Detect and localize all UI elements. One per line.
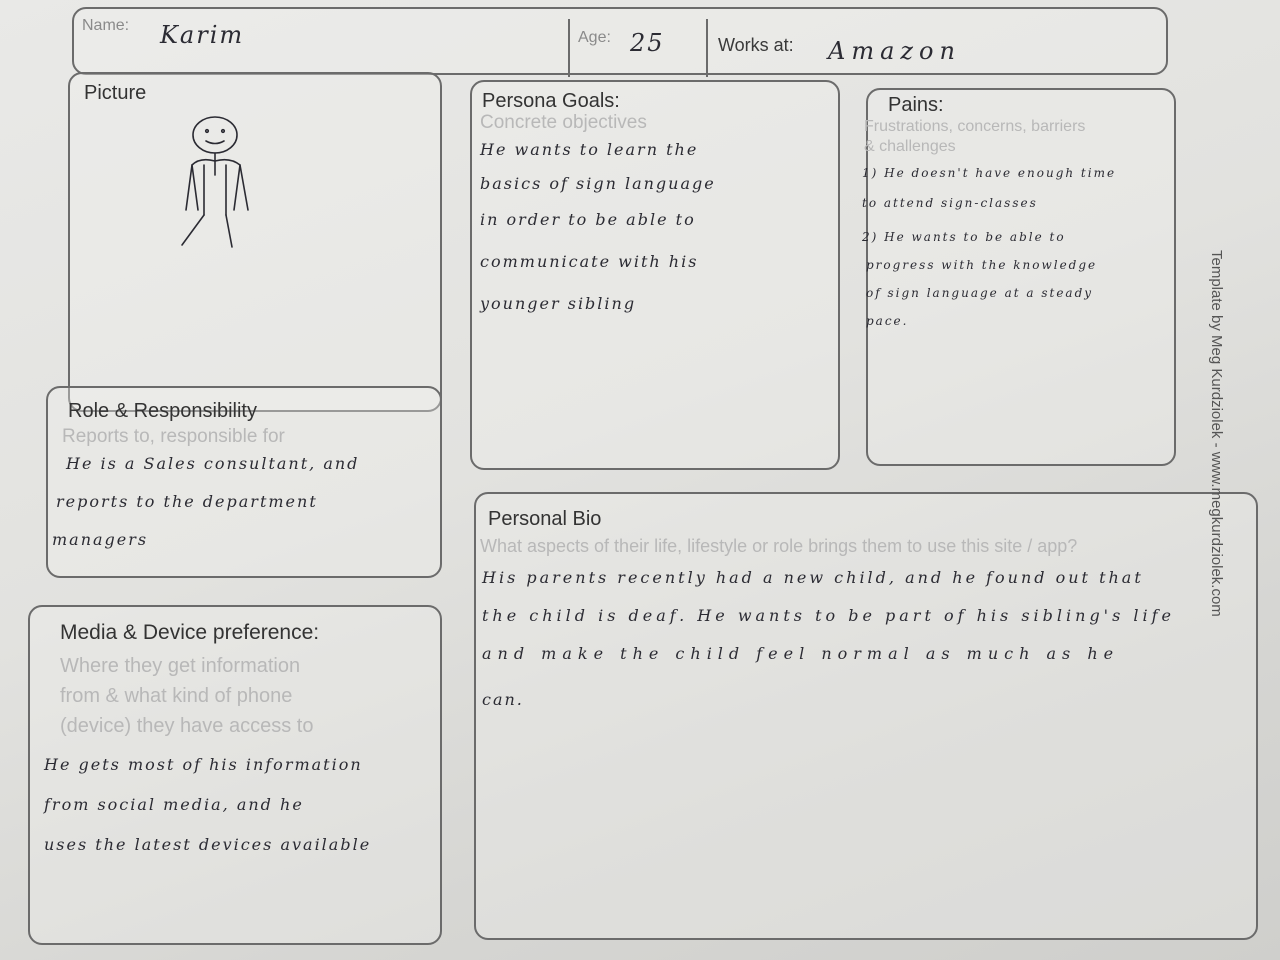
bio-note-line: His parents recently had a new child, an… (482, 568, 1144, 587)
role-heading: Role & Responsibility (68, 400, 257, 422)
pains-hint-line: Frustrations, concerns, barriers (864, 118, 1086, 135)
stick-figure-drawing (181, 116, 249, 248)
bio-note-line: can. (482, 690, 524, 709)
pains-note-line: to attend sign-classes (862, 196, 1038, 210)
pains-hint-line: & challenges (864, 138, 956, 155)
pains-note-line: of sign language at a steady (866, 286, 1094, 300)
personal-bio-box: Personal Bio What aspects of their life,… (474, 492, 1258, 940)
media-note-line: He gets most of his information (44, 755, 363, 774)
header-bar: Name: Karim Age: 25 Works at: Amazon (72, 7, 1168, 77)
goals-note-line: communicate with his (480, 252, 699, 271)
goals-note-line: younger sibling (480, 294, 637, 313)
media-hint-line: (device) they have access to (60, 715, 314, 737)
role-hint: Reports to, responsible for (62, 426, 285, 447)
template-credit: Template by Meg Kurdziolek - www.megkurd… (1208, 250, 1225, 617)
works-at-label: Works at: (718, 35, 794, 55)
header-divider (568, 19, 570, 77)
goals-note-line: in order to be able to (480, 210, 696, 229)
pains-note-line: 2) He wants to be able to (862, 230, 1066, 244)
goals-hint: Concrete objectives (480, 112, 647, 133)
pains-note-line: pace. (866, 314, 909, 328)
goals-heading: Persona Goals: (482, 90, 620, 112)
works-at-value: Amazon (828, 37, 961, 65)
header-divider (706, 19, 708, 77)
name-value: Karim (160, 21, 245, 49)
age-label: Age: (578, 29, 611, 46)
bio-hint: What aspects of their life, lifestyle or… (480, 536, 1078, 556)
role-note-line: managers (52, 530, 149, 549)
pains-note-line: progress with the knowledge (866, 258, 1098, 272)
picture-heading: Picture (84, 82, 147, 104)
picture-box: Picture (68, 72, 442, 412)
media-device-box: Media & Device preference: Where they ge… (28, 605, 442, 945)
pains-note-line: 1) He doesn't have enough time (862, 166, 1117, 180)
name-label: Name: (82, 17, 130, 34)
bio-note-line: and make the child feel normal as much a… (482, 644, 1120, 663)
bio-heading: Personal Bio (488, 508, 602, 530)
role-note-line: reports to the department (56, 492, 318, 511)
pains-box: Pains: Frustrations, concerns, barriers … (862, 88, 1176, 466)
goals-note-line: basics of sign language (480, 174, 716, 193)
media-heading: Media & Device preference: (60, 621, 320, 644)
goals-note-line: He wants to learn the (480, 140, 699, 159)
role-responsibility-box: Role & Responsibility Reports to, respon… (46, 386, 442, 578)
pains-heading: Pains: (888, 94, 944, 116)
media-note-line: uses the latest devices available (44, 835, 372, 854)
media-note-line: from social media, and he (44, 795, 304, 814)
persona-goals-box: Persona Goals: Concrete objectives He wa… (470, 80, 840, 470)
media-hint-line: from & what kind of phone (60, 685, 293, 707)
role-note-line: He is a Sales consultant, and (66, 454, 360, 473)
bio-note-line: the child is deaf. He wants to be part o… (482, 606, 1175, 625)
media-hint-line: Where they get information (60, 655, 301, 677)
age-value: 25 (630, 29, 665, 57)
